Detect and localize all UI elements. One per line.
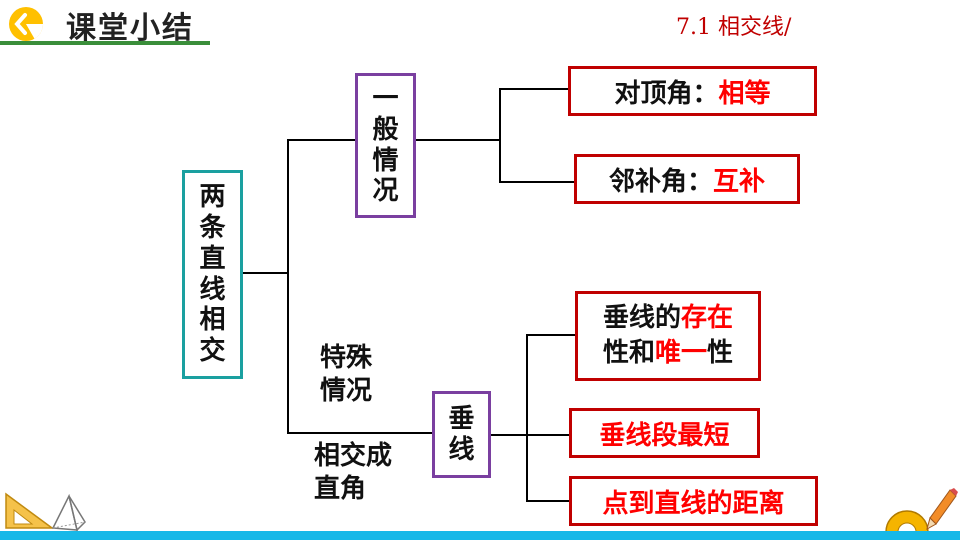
existence-text: 性和 — [602, 338, 655, 368]
special-case-line: 情况 — [320, 375, 373, 406]
leaf-point-line-distance: 点到直线的距离 — [569, 476, 818, 526]
general-char: 般 — [372, 114, 399, 145]
perpendicular-char: 线 — [448, 434, 475, 465]
right-angle-line: 直角 — [314, 473, 367, 504]
existence-text: 垂线的 — [602, 302, 681, 333]
root-char: 线 — [199, 274, 226, 305]
adjacent-angle-label: 邻补角： — [608, 166, 713, 197]
existence-line-1: 垂线的存在 — [603, 301, 733, 336]
existence-line-2: 性和唯一性 — [603, 336, 733, 371]
node-perpendicular: 垂 线 — [432, 391, 491, 478]
vertical-angle-label: 对顶角： — [614, 78, 719, 109]
root-char: 条 — [199, 213, 226, 244]
root-char: 交 — [199, 335, 226, 366]
general-char: 情 — [372, 145, 399, 176]
adjacent-angle-value: 互补 — [713, 166, 766, 197]
leaf-vertical-angles: 对顶角：相等 — [568, 66, 817, 116]
section-title: 7.1 相交线/ — [676, 15, 792, 40]
header-underline — [0, 41, 210, 45]
existence-highlight: 存在 — [681, 302, 734, 333]
special-case-line: 特殊 — [320, 343, 373, 373]
protractor-icon — [884, 508, 930, 534]
perpendicular-char: 垂 — [448, 403, 475, 434]
right-angle-line: 相交成 — [314, 441, 393, 471]
ruler-icon — [2, 488, 55, 532]
leaf-adjacent-angles: 邻补角：互补 — [574, 154, 800, 204]
right-angle-label: 相交成 直角 — [314, 440, 392, 505]
uniqueness-highlight: 唯一 — [654, 338, 707, 368]
root-char: 直 — [199, 243, 226, 274]
existence-text: 性 — [707, 338, 734, 368]
leaf-existence-uniqueness: 垂线的存在 性和唯一性 — [575, 291, 761, 381]
root-char: 两 — [199, 182, 226, 213]
root-node-two-lines-intersect: 两 条 直 线 相 交 — [182, 170, 243, 379]
pencil-icon — [924, 488, 958, 532]
pyramid-icon — [50, 493, 88, 532]
general-char: 况 — [372, 176, 399, 207]
vertical-angle-value: 相等 — [718, 78, 771, 109]
back-arrow-icon[interactable] — [8, 6, 44, 42]
bottom-bar — [0, 531, 960, 540]
leaf-shortest-segment: 垂线段最短 — [569, 408, 760, 458]
page-title: 课堂小结 — [66, 11, 194, 46]
root-char: 相 — [199, 305, 226, 336]
general-char: 一 — [372, 84, 399, 115]
special-case-label: 特殊 情况 — [320, 342, 372, 407]
node-general-case: 一 般 情 况 — [355, 73, 416, 218]
